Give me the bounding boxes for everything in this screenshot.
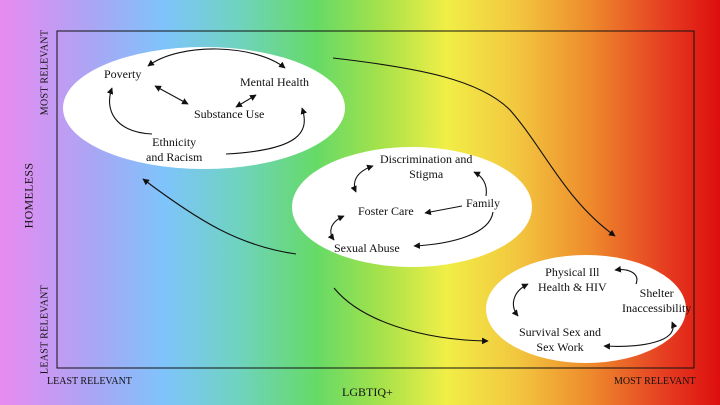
chart-frame xyxy=(56,30,695,369)
arrow-top-to-bottom-right xyxy=(332,57,616,237)
arrow-family-sexual-abuse xyxy=(413,211,494,249)
arrow-shelter-physical xyxy=(614,265,638,285)
arrow-family-discrimination xyxy=(473,171,487,197)
arrow-ethnicity-mental xyxy=(225,107,308,155)
arrow-poverty-mental-health xyxy=(147,48,286,69)
node-ethnicity-racism: Ethnicity and Racism xyxy=(146,135,203,164)
y-axis-title: HOMELESS xyxy=(21,162,36,229)
arrow-foster-sexual-abuse xyxy=(327,215,345,241)
node-sexual-abuse: Sexual Abuse xyxy=(334,241,400,255)
arrow-discrimination-foster xyxy=(350,164,374,193)
x-axis-title: LGBTIQ+ xyxy=(342,385,393,399)
arrow-physical-survival xyxy=(511,283,529,317)
node-discrimination-stigma: Discrimination and Stigma xyxy=(380,152,473,181)
x-axis-left-label: LEAST RELEVANT xyxy=(47,376,132,387)
arrow-middle-to-top-left xyxy=(142,178,297,255)
y-axis-bottom-label: LEAST RELEVANT xyxy=(39,284,51,375)
node-foster-care: Foster Care xyxy=(358,204,414,218)
cluster-top-left-ellipse xyxy=(63,47,345,169)
node-mental-health: Mental Health xyxy=(240,75,309,89)
arrow-middle-to-bottom-right xyxy=(333,287,489,345)
node-survival-sex-work: Survival Sex and Sex Work xyxy=(519,325,601,354)
node-shelter-inaccessibility: Shelter Inaccessibility xyxy=(622,286,692,315)
node-substance-use: Substance Use xyxy=(194,107,265,121)
arrow-ethnicity-poverty xyxy=(106,87,153,135)
arrow-poverty-substance xyxy=(154,85,189,105)
arrow-shelter-survival xyxy=(603,321,678,350)
node-poverty: Poverty xyxy=(104,67,142,81)
y-axis-top-label: MOST RELEVANT xyxy=(39,29,51,116)
arrow-family-foster xyxy=(424,205,463,216)
x-axis-right-label: MOST RELEVANT xyxy=(614,376,696,387)
node-family: Family xyxy=(466,196,501,210)
node-physical-ill-health: Physical Ill Health & HIV xyxy=(538,265,607,294)
arrow-mental-substance xyxy=(235,94,257,108)
